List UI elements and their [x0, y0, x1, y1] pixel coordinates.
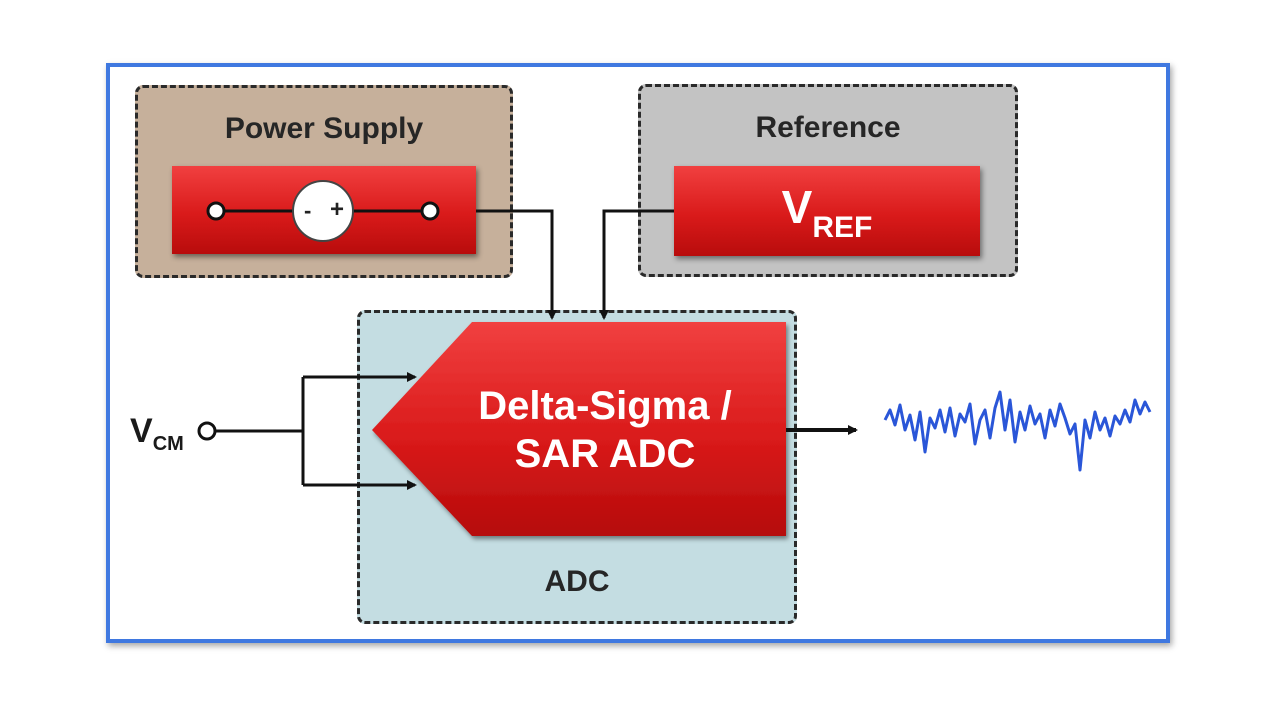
adc-block-line2: SAR ADC	[514, 432, 696, 476]
adc-block-label: Delta-Sigma / SAR ADC	[440, 382, 770, 478]
adc-block	[372, 322, 786, 536]
power-to-adc-wire	[476, 209, 557, 320]
adc-title: ADC	[544, 565, 610, 598]
vcm-label: VCM	[130, 412, 184, 455]
power-supply-terminal-left	[206, 201, 226, 221]
reference-title: Reference	[755, 111, 901, 144]
reference-to-adc-wire	[599, 209, 674, 320]
vref-label: VREF	[781, 181, 873, 244]
voltage-source-minus: -	[304, 198, 312, 223]
noise-signal-waveform	[883, 390, 1152, 472]
voltage-source-plus: +	[330, 196, 345, 223]
voltage-source-icon	[292, 180, 354, 242]
adc-block-line1: Delta-Sigma /	[478, 384, 732, 428]
power-supply-title: Power Supply	[224, 112, 424, 145]
vref-block: VREF	[674, 166, 980, 256]
vcm-terminal	[197, 421, 217, 441]
power-supply-terminal-right	[420, 201, 440, 221]
